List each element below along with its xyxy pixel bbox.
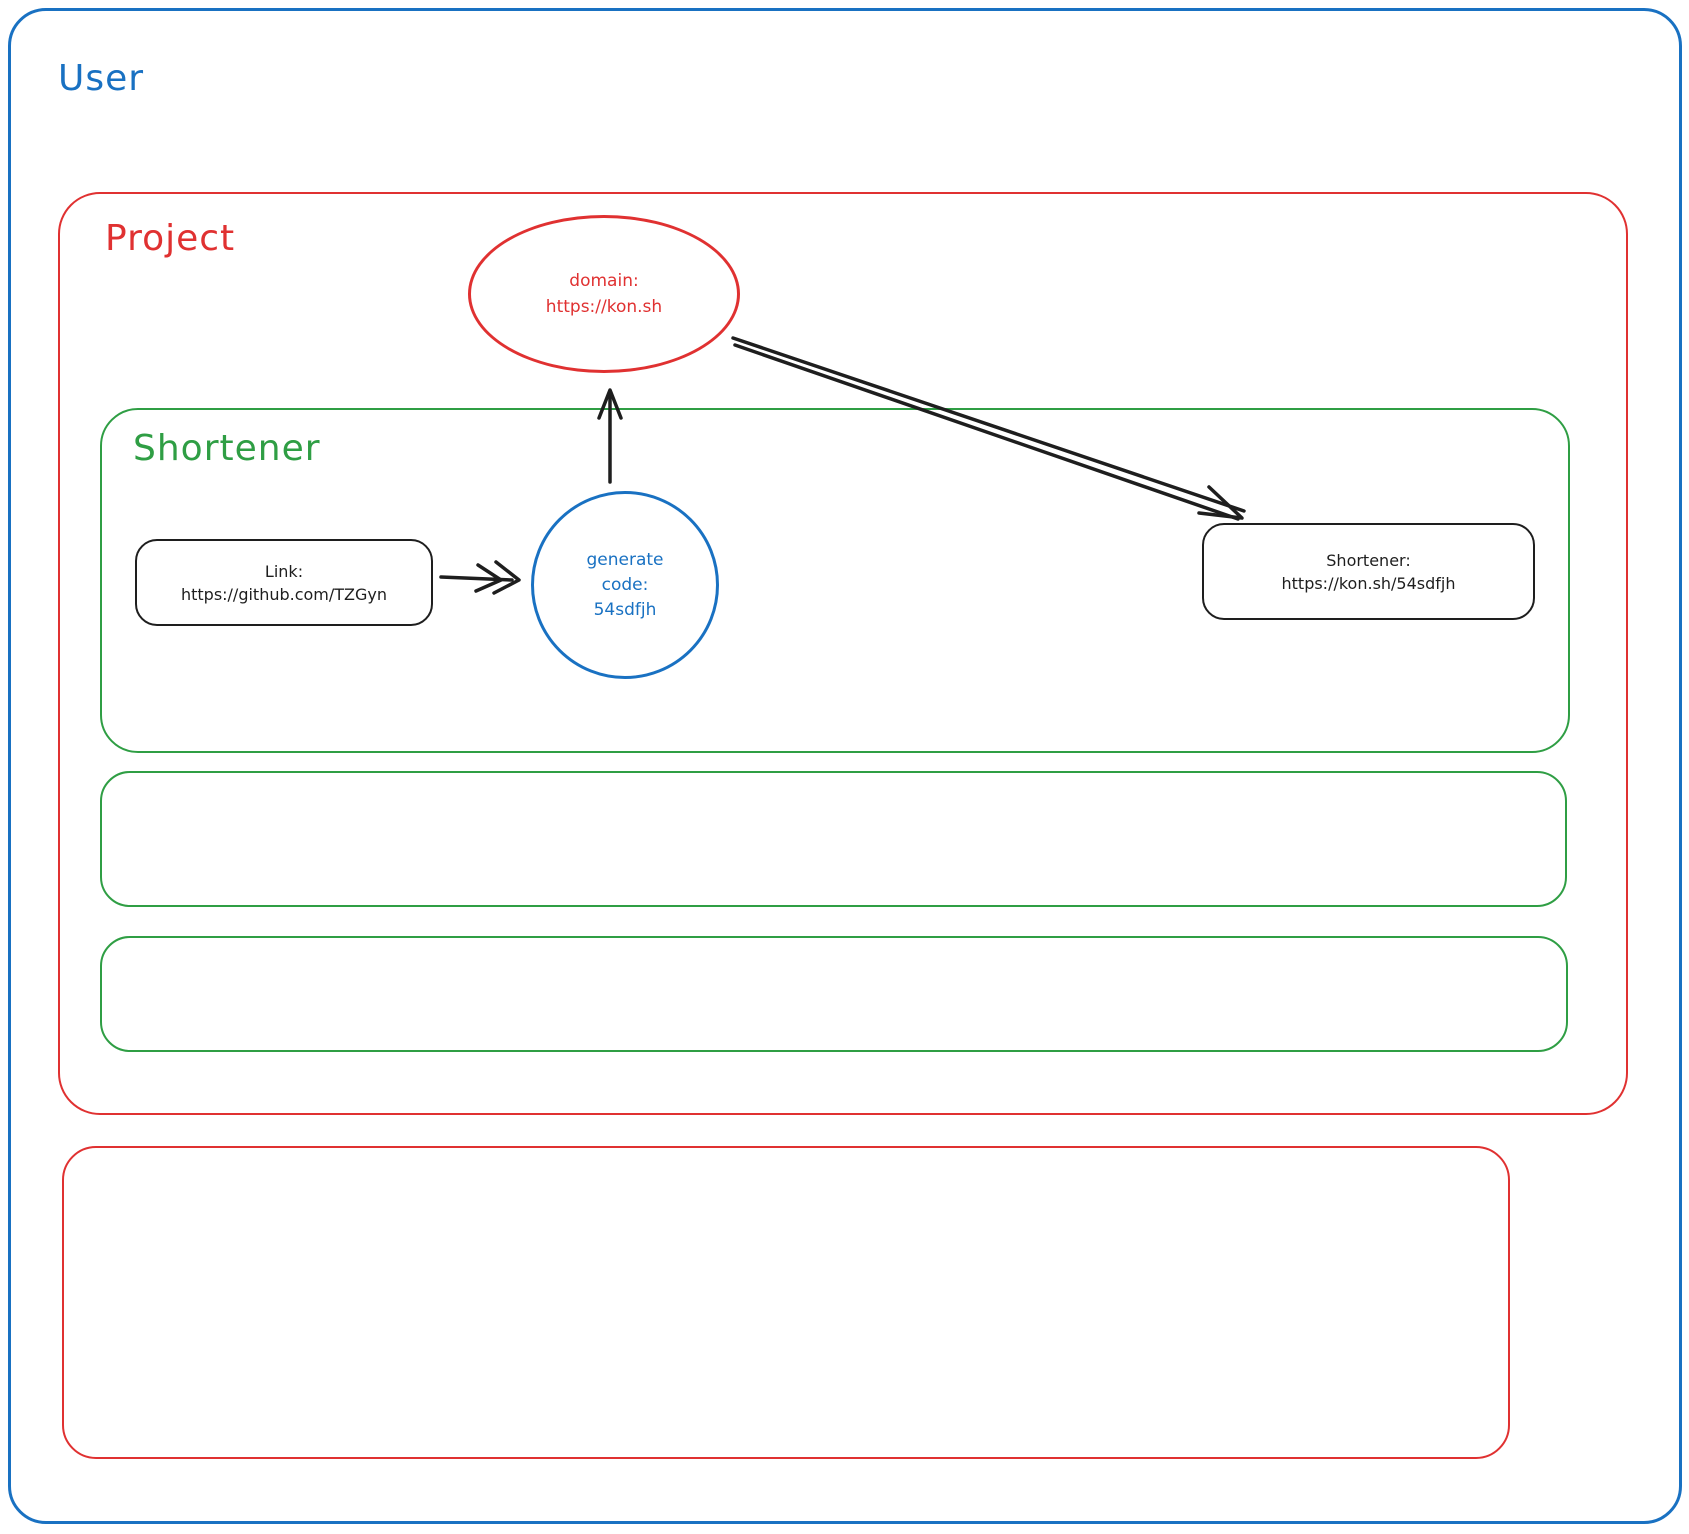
user-container-label: User (58, 58, 145, 99)
generate-code-value: 54sdfjh (593, 599, 657, 620)
project-container-label: Project (105, 218, 236, 259)
link-node-title: Link: (264, 561, 304, 581)
empty-green-box-1 (100, 771, 1567, 907)
empty-red-box (62, 1146, 1510, 1459)
domain-node: domain: https://kon.sh (468, 215, 740, 373)
user-container-box (8, 8, 1682, 1524)
generate-code-word2: code: (601, 574, 649, 595)
shortened-url-title: Shortener: (1326, 550, 1411, 570)
generate-code-node: generate code: 54sdfjh (531, 491, 719, 679)
shortener-container-label: Shortener (133, 428, 321, 469)
generate-code-word1: generate (586, 549, 664, 570)
shortened-url-node: Shortener: https://kon.sh/54sdfjh (1202, 523, 1535, 620)
domain-node-title: domain: (569, 271, 639, 291)
project-container-box (58, 192, 1628, 1115)
domain-node-url: https://kon.sh (545, 297, 663, 317)
link-node-url: https://github.com/TZGyn (180, 584, 388, 604)
empty-green-box-2 (100, 936, 1568, 1052)
shortened-url-value: https://kon.sh/54sdfjh (1281, 573, 1456, 593)
link-node: Link: https://github.com/TZGyn (135, 539, 433, 626)
